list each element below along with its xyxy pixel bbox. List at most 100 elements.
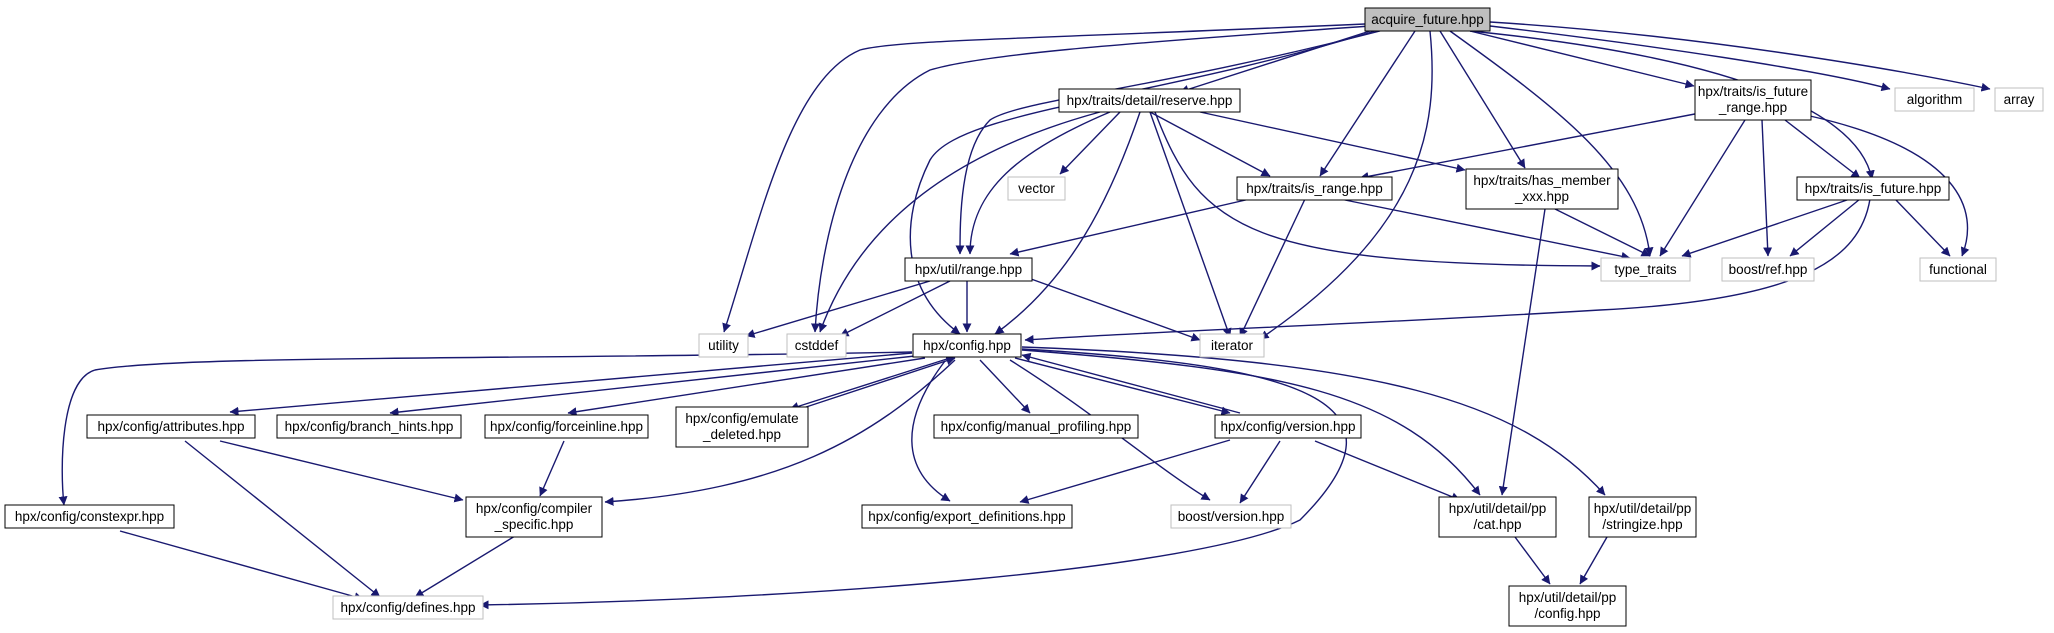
node-label: hpx/config.hpp bbox=[923, 338, 1011, 353]
node-label: _xxx.hpp bbox=[1514, 189, 1569, 204]
edge-config-to-branch-hints bbox=[389, 355, 916, 417]
node-label: acquire_future.hpp bbox=[1371, 12, 1484, 27]
node-boost-version[interactable]: boost/version.hpp bbox=[1170, 504, 1292, 529]
node-attributes[interactable]: hpx/config/attributes.hpp bbox=[86, 414, 256, 439]
node-label: hpx/traits/detail/reserve.hpp bbox=[1067, 93, 1233, 108]
edge-acquire-to-type-traits bbox=[1449, 30, 1654, 257]
edge-config-to-manual-profiling bbox=[979, 359, 1031, 414]
node-label: functional bbox=[1929, 262, 1987, 277]
edge-util-range-to-cstddef bbox=[839, 280, 951, 337]
node-pp-config[interactable]: hpx/util/detail/pp /config.hpp bbox=[1508, 585, 1627, 627]
node-label: _range.hpp bbox=[1718, 100, 1787, 115]
edge-acquire-to-iterator bbox=[1259, 30, 1433, 340]
node-label: hpx/util/detail/pp bbox=[1519, 590, 1617, 605]
node-acquire-future[interactable]: acquire_future.hpp bbox=[1364, 7, 1491, 32]
node-version[interactable]: hpx/config/version.hpp bbox=[1214, 414, 1362, 439]
node-is-range[interactable]: hpx/traits/is_range.hpp bbox=[1236, 176, 1393, 201]
edge-is-range-to-type-traits bbox=[1339, 198, 1631, 261]
node-iterator[interactable]: iterator bbox=[1199, 333, 1265, 358]
edge-config-to-export-definitions bbox=[911, 360, 951, 502]
edge-config-to-forceinline bbox=[567, 357, 926, 417]
edge-config-to-emulate-a bbox=[789, 357, 951, 411]
edge-config-to-pp-stringize bbox=[1021, 346, 1606, 496]
edge-acquire-to-algorithm bbox=[1489, 25, 1891, 92]
node-boost-ref[interactable]: boost/ref.hpp bbox=[1721, 257, 1815, 282]
node-forceinline[interactable]: hpx/config/forceinline.hpp bbox=[484, 414, 649, 439]
edge-acquire-to-has-member bbox=[1439, 30, 1526, 169]
node-defines[interactable]: hpx/config/defines.hpp bbox=[332, 595, 484, 620]
edge-config-to-emulate-b bbox=[799, 356, 956, 410]
node-algorithm[interactable]: algorithm bbox=[1894, 87, 1975, 112]
node-compiler-specific[interactable]: hpx/config/compiler _specific.hpp bbox=[465, 496, 603, 538]
edge-reserve-to-util-range bbox=[965, 111, 1111, 255]
node-label: hpx/config/compiler bbox=[476, 501, 593, 516]
edge-version-to-boost-version bbox=[1239, 440, 1281, 504]
edge-acquire-to-cstddef bbox=[810, 25, 1371, 333]
edge-is-future-to-functional bbox=[1894, 198, 1951, 257]
node-label: hpx/traits/is_range.hpp bbox=[1246, 181, 1383, 196]
edge-acquire-to-util-range bbox=[955, 30, 1381, 255]
node-label: boost/version.hpp bbox=[1178, 509, 1285, 524]
node-label: hpx/config/emulate bbox=[685, 411, 798, 426]
node-cstddef[interactable]: cstddef bbox=[786, 333, 847, 358]
edge-attributes-to-defines bbox=[184, 440, 381, 598]
node-pp-stringize[interactable]: hpx/util/detail/pp /stringize.hpp bbox=[1588, 496, 1697, 538]
edge-config-to-version-b bbox=[1021, 352, 1241, 414]
edge-is-range-to-iterator bbox=[1239, 198, 1306, 338]
edge-version-to-export-definitions bbox=[1019, 439, 1231, 504]
node-vector[interactable]: vector bbox=[1007, 176, 1066, 201]
edge-acquire-to-utility bbox=[722, 23, 1366, 333]
node-functional[interactable]: functional bbox=[1919, 257, 1997, 282]
node-export-definitions[interactable]: hpx/config/export_definitions.hpp bbox=[861, 504, 1073, 529]
edge-pp-stringize-to-pp-config bbox=[1579, 536, 1608, 585]
node-emulate-deleted[interactable]: hpx/config/emulate _deleted.hpp bbox=[675, 406, 809, 448]
node-label: hpx/config/manual_profiling.hpp bbox=[941, 419, 1132, 434]
node-label: hpx/util/detail/pp bbox=[1594, 501, 1692, 516]
node-label: array bbox=[2004, 92, 2035, 107]
node-label: type_traits bbox=[1614, 262, 1677, 277]
node-reserve[interactable]: hpx/traits/detail/reserve.hpp bbox=[1058, 88, 1241, 113]
edge-is-future-to-boost-ref bbox=[1789, 198, 1861, 257]
edge-reserve-to-type-traits bbox=[1154, 111, 1601, 271]
node-label: hpx/config/forceinline.hpp bbox=[490, 419, 643, 434]
edge-ifr-to-type-traits bbox=[1659, 119, 1746, 257]
edge-attributes-to-compiler-specific bbox=[219, 440, 464, 503]
node-branch-hints[interactable]: hpx/config/branch_hints.hpp bbox=[276, 414, 462, 439]
edge-ifr-to-is-future bbox=[1784, 119, 1861, 179]
node-array[interactable]: array bbox=[1994, 87, 2044, 112]
node-type-traits[interactable]: type_traits bbox=[1600, 257, 1691, 282]
edge-version-to-pp-cat bbox=[1314, 440, 1461, 501]
node-label: hpx/util/range.hpp bbox=[915, 262, 1022, 277]
node-is-future-range[interactable]: hpx/traits/is_future _range.hpp bbox=[1694, 79, 1812, 121]
node-hpx-config[interactable]: hpx/config.hpp bbox=[912, 333, 1022, 358]
edge-config-to-defines bbox=[479, 348, 1347, 610]
node-label: algorithm bbox=[1907, 92, 1963, 107]
node-pp-cat[interactable]: hpx/util/detail/pp /cat.hpp bbox=[1438, 496, 1557, 538]
node-manual-profiling[interactable]: hpx/config/manual_profiling.hpp bbox=[933, 414, 1139, 439]
edge-has-member-to-pp-cat bbox=[1498, 208, 1546, 496]
node-util-range[interactable]: hpx/util/range.hpp bbox=[904, 257, 1033, 282]
node-is-future[interactable]: hpx/traits/is_future.hpp bbox=[1796, 176, 1950, 201]
edge-reserve-to-cstddef bbox=[818, 111, 1101, 333]
node-label: hpx/config/constexpr.hpp bbox=[15, 509, 164, 524]
edge-acquire-to-is-future bbox=[1469, 30, 1875, 180]
node-constexpr[interactable]: hpx/config/constexpr.hpp bbox=[4, 504, 175, 529]
edge-reserve-to-has-member bbox=[1199, 111, 1466, 173]
node-label: _deleted.hpp bbox=[702, 427, 781, 442]
edge-reserve-to-is-range bbox=[1149, 111, 1271, 177]
edge-ifr-to-boost-ref bbox=[1761, 119, 1773, 257]
node-label: hpx/config/attributes.hpp bbox=[97, 419, 244, 434]
node-label: cstddef bbox=[795, 338, 839, 353]
node-label: hpx/traits/has_member bbox=[1473, 173, 1611, 188]
edge-has-member-to-type-traits bbox=[1554, 208, 1651, 257]
node-utility[interactable]: utility bbox=[698, 333, 749, 358]
node-label: /stringize.hpp bbox=[1602, 517, 1682, 532]
edge-reserve-to-vector bbox=[1059, 111, 1121, 175]
node-has-member-xxx[interactable]: hpx/traits/has_member _xxx.hpp bbox=[1465, 168, 1619, 210]
node-label: hpx/traits/is_future.hpp bbox=[1805, 181, 1942, 196]
edge-constexpr-to-defines bbox=[119, 530, 364, 602]
edge-is-range-to-util-range bbox=[1009, 198, 1251, 257]
edge-reserve-to-config bbox=[994, 111, 1141, 335]
node-label: hpx/config/defines.hpp bbox=[340, 600, 475, 615]
node-label: hpx/config/version.hpp bbox=[1220, 419, 1355, 434]
